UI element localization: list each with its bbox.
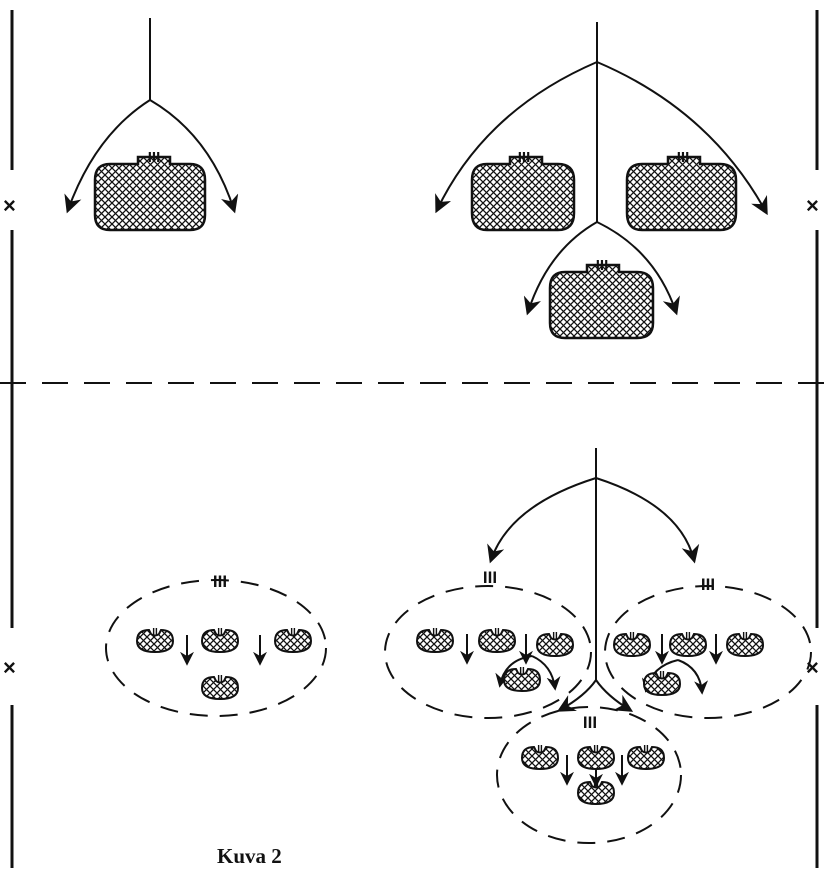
small-cell: II [626, 744, 666, 771]
figure-caption: Kuva 2 [217, 844, 282, 868]
small-cell: II [200, 674, 240, 701]
side-mark-left-bottom: × [3, 655, 16, 680]
small-cell: II [642, 670, 682, 697]
small-cell: II [520, 744, 560, 771]
group-mark: III [701, 575, 715, 594]
small-cell: II [502, 666, 542, 693]
small-cell: II [135, 627, 175, 654]
cell-group: III [384, 568, 592, 719]
cell-mark: II [217, 627, 223, 638]
group-mark: III [583, 713, 597, 732]
cell-mark: II [290, 627, 296, 638]
blob-mark: III [518, 149, 531, 166]
top-right-branch [435, 22, 768, 316]
cell-mark: II [593, 779, 599, 790]
cell-mark: II [494, 627, 500, 638]
cell-group: III [105, 572, 327, 717]
cell-mark: II [152, 627, 158, 638]
cell-mark: II [217, 674, 223, 685]
blob-mark: III [596, 257, 609, 274]
bottom-branch [487, 448, 700, 712]
small-cell: II [415, 627, 455, 654]
small-cell: II [477, 627, 517, 654]
top-left-branch [64, 18, 239, 214]
side-mark-right-top: × [806, 193, 819, 218]
cell-group: III [604, 575, 812, 719]
large-blob: III [625, 149, 738, 232]
small-cell: II [273, 627, 313, 654]
blob-mark: III [677, 149, 690, 166]
cell-mark: II [537, 744, 543, 755]
cell-mark: II [432, 627, 438, 638]
group-mark: III [213, 572, 227, 591]
small-cell: II [612, 631, 652, 658]
cell-mark: II [519, 666, 525, 677]
cell-mark: II [659, 670, 665, 681]
large-blob: III [470, 149, 576, 232]
cell-mark: II [643, 744, 649, 755]
cell-mark: II [629, 631, 635, 642]
small-cell: II [725, 631, 765, 658]
cell-mark: II [742, 631, 748, 642]
group-mark: III [483, 568, 497, 587]
cell-mark: II [552, 631, 558, 642]
small-cell: II [668, 631, 708, 658]
large-blob: III [548, 257, 655, 340]
small-cell: II [200, 627, 240, 654]
cell-mark: II [685, 631, 691, 642]
small-cell: II [576, 779, 616, 806]
small-cells: II II II II II II II II II II II II II II II II [135, 627, 765, 806]
blob-mark: III [148, 149, 161, 166]
side-mark-left-top: × [3, 193, 16, 218]
cell-mark: II [593, 744, 599, 755]
cell-group: III [496, 706, 682, 844]
small-cell: II [535, 631, 575, 658]
small-cell: II [576, 744, 616, 771]
large-blob: III [93, 149, 207, 232]
